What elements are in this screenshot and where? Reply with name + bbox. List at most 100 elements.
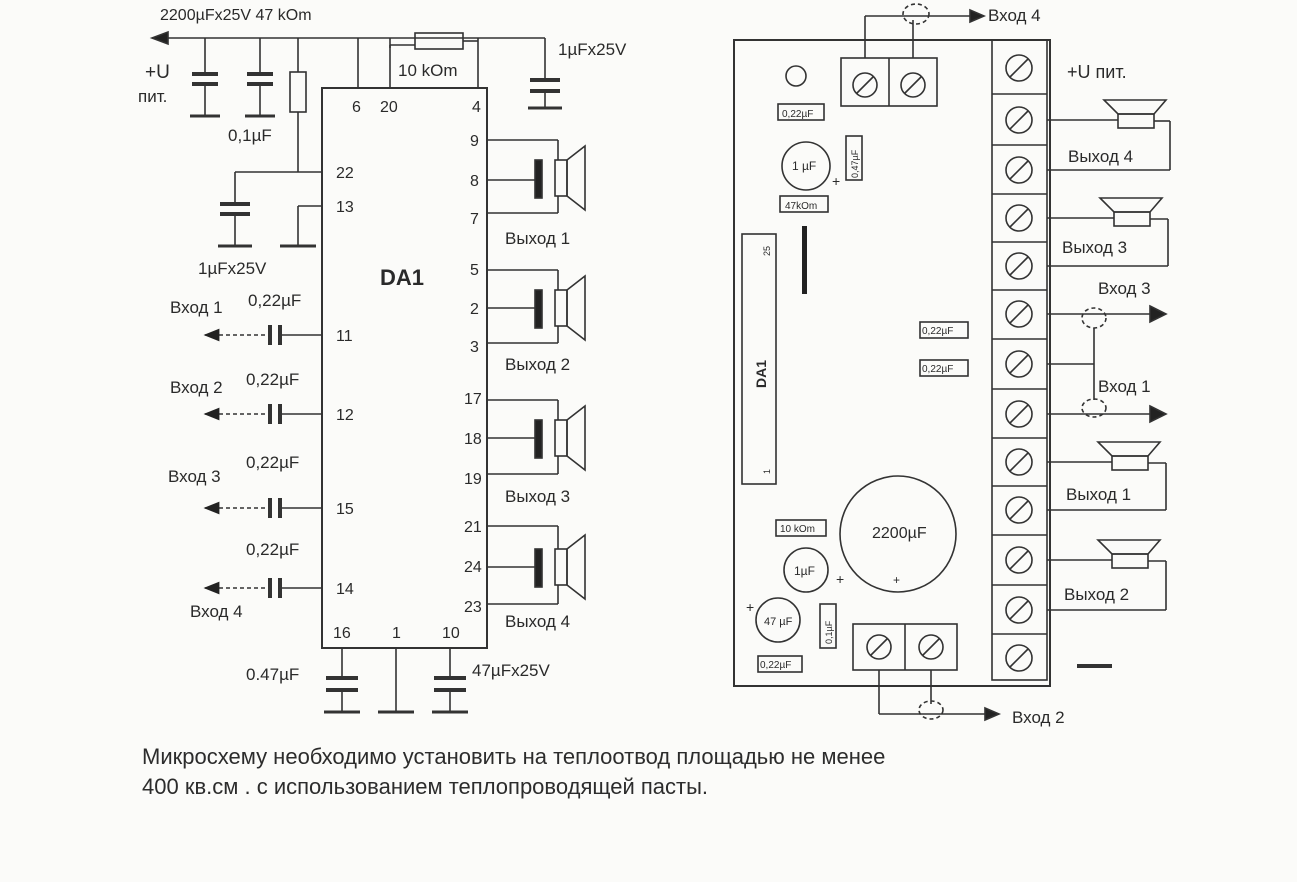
pin-15: 15 [336, 501, 354, 518]
resistor-10k-label: 10 kOm [398, 61, 458, 80]
board-c10 [757, 655, 803, 673]
board-chip-label: DA1 [753, 360, 769, 388]
board-outline [733, 39, 1051, 687]
board-output-2: Выход 2 [1064, 585, 1129, 604]
cap-top-right-label: 1µFx25V [558, 40, 627, 59]
board-output-3: Выход 3 [1062, 238, 1127, 257]
pin-21: 21 [464, 519, 482, 536]
pin-20: 20 [380, 99, 398, 116]
top-values-label: 2200µFx25V 47 kOm [160, 7, 312, 24]
pin-2: 2 [470, 301, 479, 318]
board-chip-pin-bottom: 1 [762, 469, 772, 474]
pin-8: 8 [470, 173, 479, 190]
board-c6 [839, 475, 957, 593]
input-line-1 [203, 325, 322, 345]
board-output-4: Выход 4 [1068, 147, 1133, 166]
board-c7-plus: + [836, 571, 844, 587]
board-c9 [819, 603, 837, 649]
input-cap-4-label: 0,22µF [246, 540, 299, 559]
pin-18: 18 [464, 431, 482, 448]
board-c4-label: 0,22µF [922, 326, 953, 337]
schematic [149, 30, 586, 714]
supply-label-sub: пит. [138, 87, 167, 106]
pin-13: 13 [336, 199, 354, 216]
board-speaker-3 [1047, 197, 1169, 267]
caption: Микросхему необходимо установить на тепл… [142, 742, 1162, 802]
board-chip-pin-top: 25 [762, 246, 772, 256]
board-speaker-1 [1047, 441, 1167, 511]
input-2-label: Вход 2 [170, 378, 223, 397]
board-c2 [781, 141, 831, 191]
board-output-1: Выход 1 [1066, 485, 1131, 504]
chip-da1-body [321, 87, 488, 649]
input-line-4 [203, 578, 322, 598]
board-layout [733, 3, 1171, 722]
board-c10-label: 0,22µF [760, 660, 791, 671]
board-c2-label: 1 µF [792, 159, 816, 173]
output-1-label: Выход 1 [505, 229, 570, 248]
input-cap-1-label: 0,22µF [248, 291, 301, 310]
board-c1-label: 0,22µF [782, 109, 813, 120]
board-c5-label: 0,22µF [922, 364, 953, 375]
pin-1: 1 [392, 625, 401, 642]
output-2-label: Выход 2 [505, 355, 570, 374]
cap-pin22-label: 1µFx25V [198, 259, 267, 278]
speaker-1 [487, 139, 586, 214]
pin-6: 6 [352, 99, 361, 116]
board-chip [741, 233, 777, 485]
board-labels: Вход 4 +U пит. Выход 4 Выход 3 Вход 3 Вх… [746, 6, 1151, 727]
pin-19: 19 [464, 471, 482, 488]
pin-7: 7 [470, 211, 479, 228]
pin-11: 11 [336, 328, 353, 345]
pin-24: 24 [464, 559, 482, 576]
pin-10: 10 [442, 625, 460, 642]
board-r2 [775, 519, 827, 537]
input-1-label: Вход 1 [170, 298, 223, 317]
schematic-labels: 2200µFx25V 47 kOm +U пит. 10 kOm 1µFx25V… [138, 7, 627, 684]
board-c7 [783, 547, 829, 593]
board-c1 [777, 103, 825, 121]
output-3-label: Выход 3 [505, 487, 570, 506]
input-4-label: Вход 4 [190, 602, 243, 621]
pin-22: 22 [336, 165, 354, 182]
input-line-2 [203, 404, 322, 424]
pin-16: 16 [333, 625, 351, 642]
resistor-47k [289, 71, 307, 113]
speaker-4 [487, 525, 586, 605]
supply-arrow [149, 30, 169, 46]
cap-bottom-right-label: 47µFx25V [472, 661, 550, 680]
board-c6-label: 2200µF [872, 525, 927, 542]
board-c8 [755, 597, 801, 643]
board-c4 [919, 321, 969, 339]
terminal-screws [1005, 54, 1033, 672]
resistor-10k [414, 32, 464, 50]
input-cap-2-label: 0,22µF [246, 370, 299, 389]
pin-3: 3 [470, 339, 479, 356]
board-c3 [845, 135, 863, 181]
cap-bottom-left-label: 0.47µF [246, 665, 299, 684]
board-c2-plus: + [832, 173, 840, 189]
terminal-column [991, 39, 1048, 681]
board-c8-label: 47 µF [764, 616, 793, 628]
pin-17: 17 [464, 391, 482, 408]
chip-label: DA1 [380, 265, 424, 290]
speaker-2 [487, 269, 586, 344]
pin-5: 5 [470, 262, 479, 279]
board-hole [785, 65, 807, 87]
input-3-label: Вход 3 [168, 467, 221, 486]
board-c9-label: 0,1µF [824, 620, 834, 644]
board-input-3: Вход 3 [1098, 279, 1151, 298]
caption-line-1: Микросхему необходимо установить на тепл… [142, 744, 886, 769]
pin-numbers: 6 20 4 22 13 11 12 15 14 9 8 7 5 2 3 17 … [333, 99, 482, 642]
board-c6-plus: + [893, 573, 900, 587]
pin-23: 23 [464, 599, 482, 616]
board-c5 [919, 359, 969, 377]
board-r2-label: 10 kOm [780, 524, 815, 535]
supply-label: +U [145, 62, 170, 83]
pin-12: 12 [336, 407, 354, 424]
board-r1 [779, 195, 829, 213]
caption-line-2: 400 кв.см . с использованием теплопровод… [142, 774, 708, 799]
board-speaker-2 [1047, 539, 1167, 611]
